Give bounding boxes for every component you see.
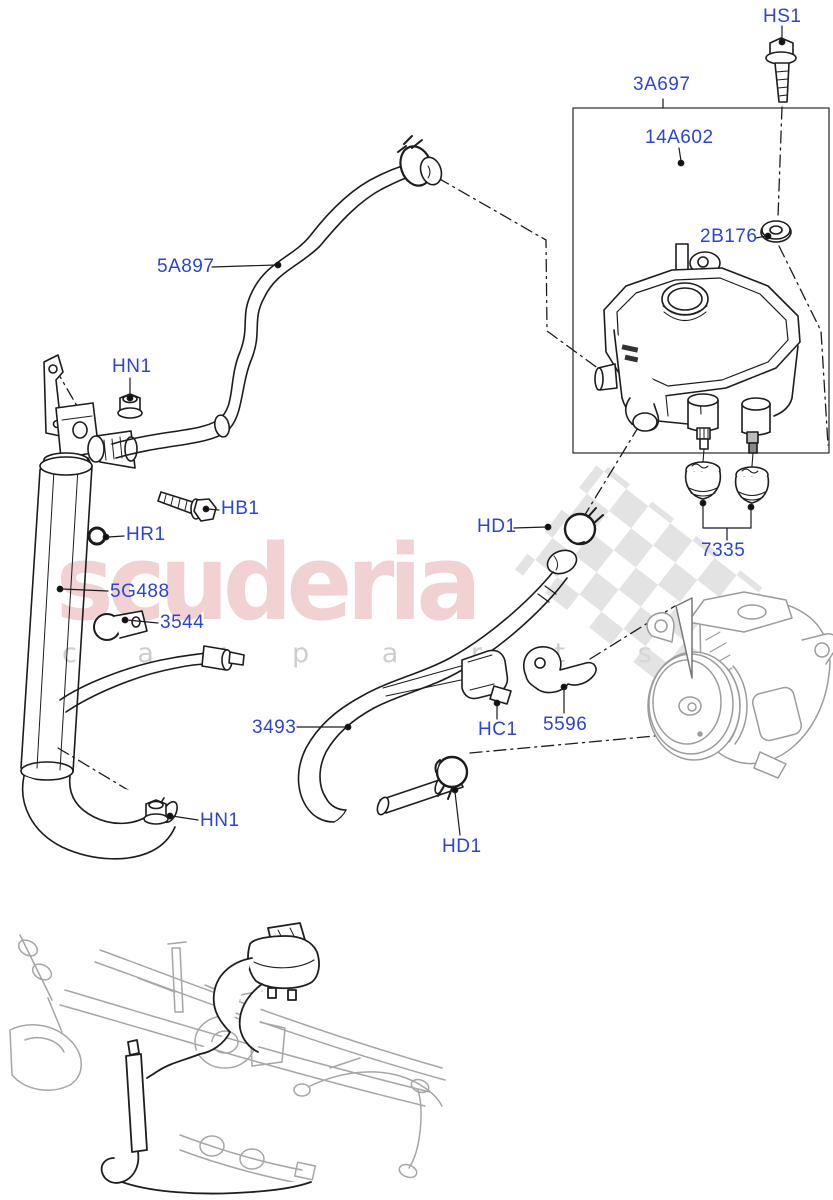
nut-hn1-top	[117, 393, 143, 419]
part-label-hd1-upper[interactable]: HD1	[477, 516, 517, 537]
washer-2b176	[760, 220, 792, 243]
tube-end-and-clamp-hd1-lower	[376, 755, 469, 816]
part-label-hb1[interactable]: HB1	[221, 498, 260, 519]
hose-5a897	[111, 135, 443, 459]
part-label-7335[interactable]: 7335	[701, 540, 746, 561]
part-label-3493[interactable]: 3493	[252, 717, 297, 738]
part-label-hn1-top[interactable]: HN1	[112, 356, 152, 377]
part-label-5596[interactable]: 5596	[543, 714, 588, 735]
cooler-and-bracket	[20, 354, 245, 860]
part-label-hs1[interactable]: HS1	[763, 6, 802, 27]
clip-3544	[93, 610, 148, 641]
part-label-2b176[interactable]: 2B176	[700, 226, 758, 247]
leader-lines	[56, 25, 786, 836]
clamp-hd1-upper	[546, 507, 604, 575]
part-label-14a602[interactable]: 14A602	[645, 127, 714, 148]
reservoir	[594, 243, 801, 454]
bolt-hs1	[765, 37, 797, 103]
filters-7335	[684, 448, 770, 504]
hose-3493	[297, 571, 568, 823]
bracket-5596	[522, 646, 597, 694]
part-label-3a697[interactable]: 3A697	[633, 74, 691, 95]
kit-boundary-box	[572, 107, 830, 454]
part-label-hd1-lower[interactable]: HD1	[442, 836, 482, 857]
power-steering-pump	[646, 591, 833, 779]
part-label-hn1-bottom[interactable]: HN1	[200, 810, 240, 831]
nut-hn1-bottom	[143, 799, 169, 825]
connector-hc1	[461, 649, 512, 705]
part-label-5a897[interactable]: 5A897	[157, 256, 215, 277]
part-label-3544[interactable]: 3544	[160, 612, 205, 633]
vehicle-location-thumbnail	[9, 922, 446, 1195]
oring-hr1	[87, 526, 107, 546]
part-label-hr1[interactable]: HR1	[126, 524, 166, 545]
part-label-5g488[interactable]: 5G488	[110, 581, 170, 602]
part-label-hc1[interactable]: HC1	[478, 719, 518, 740]
